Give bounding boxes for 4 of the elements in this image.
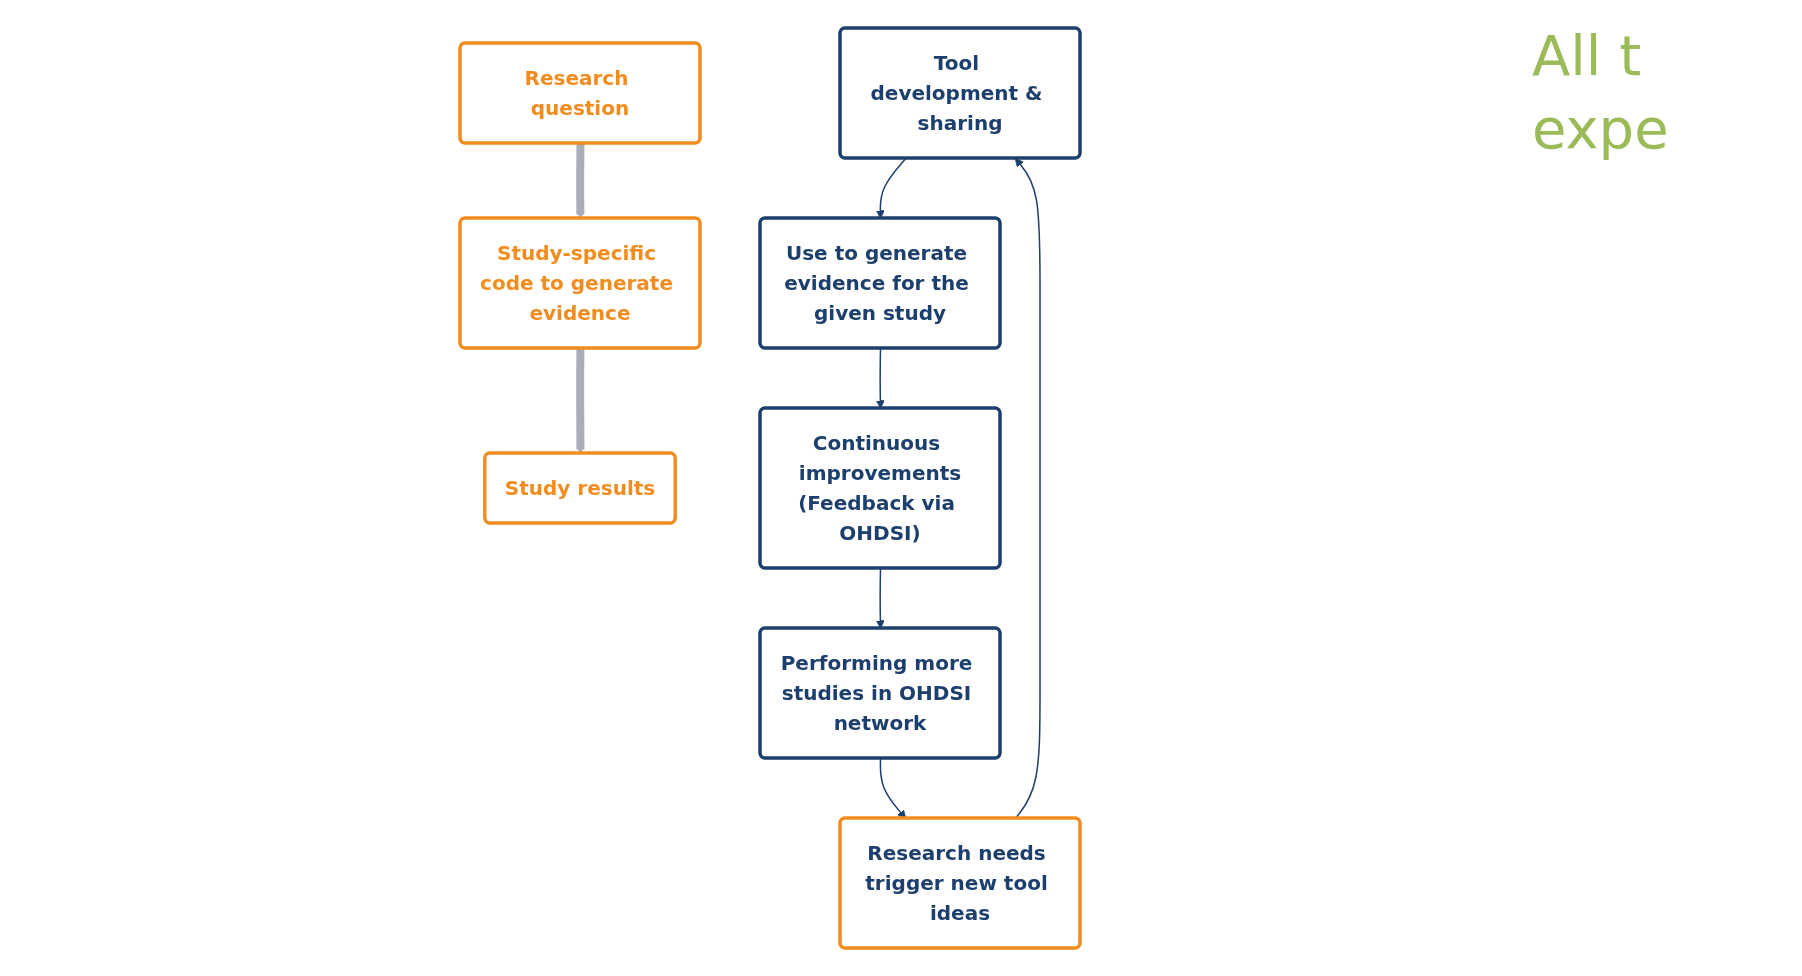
heading-text: expe (1532, 94, 1670, 163)
heading-text: All t (1532, 22, 1643, 90)
arrow (575, 143, 585, 219)
arrow (576, 348, 585, 454)
